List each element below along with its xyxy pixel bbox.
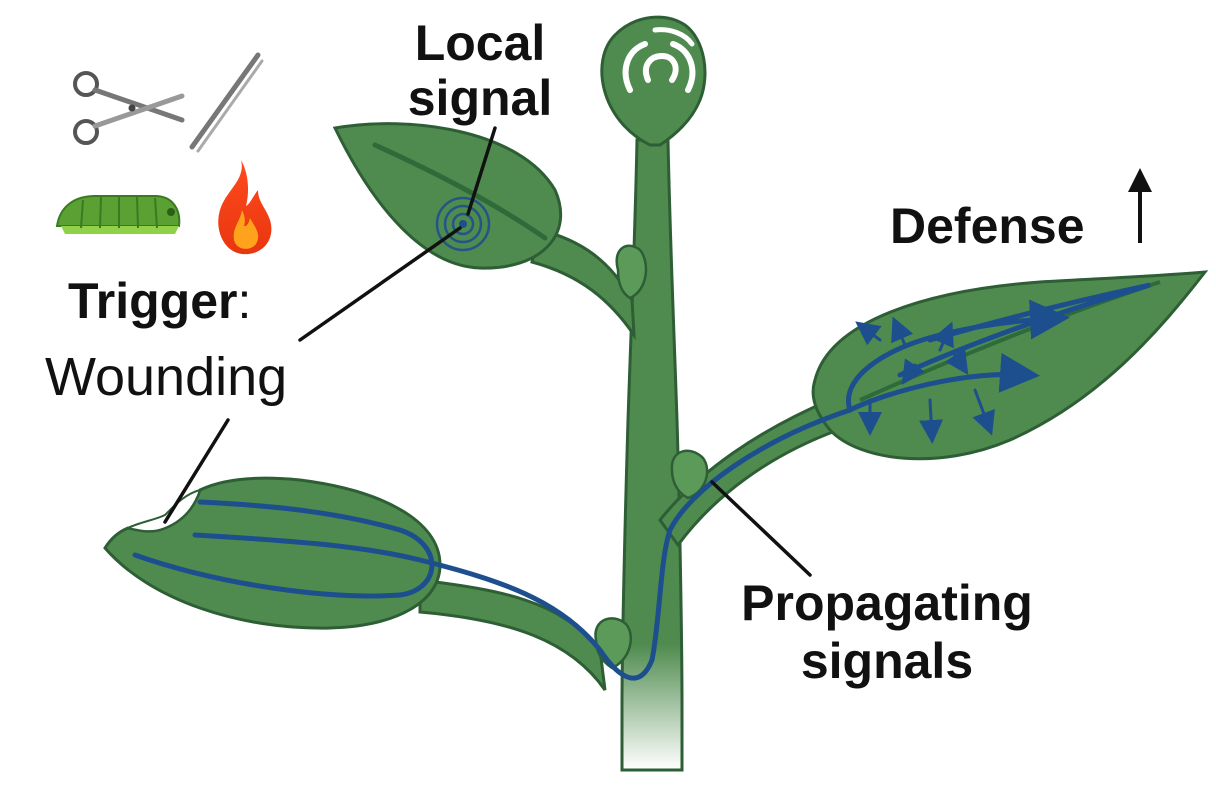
trigger-word: Trigger [68, 273, 237, 329]
defense-increase-arrow [1128, 168, 1152, 243]
leader-lines [163, 126, 812, 577]
lower-left-petiole [418, 578, 607, 691]
leader-propagating [710, 480, 812, 577]
trigger-label: Trigger: [68, 273, 251, 329]
propagating-signals-label-line2: signals [801, 633, 973, 689]
leader-local-signal [466, 126, 497, 216]
propagating-signal-path [132, 282, 1151, 681]
upper-left-leaf-vein [372, 142, 548, 241]
caterpillar-icon [55, 195, 181, 234]
scissors-icon [73, 71, 185, 145]
defense-response-arrows [855, 316, 995, 444]
apical-bud [600, 15, 707, 147]
upper-left-leaf [332, 122, 562, 270]
defense-label: Defense [890, 198, 1085, 254]
local-signal-rings [435, 196, 491, 252]
trigger-colon: : [237, 273, 251, 329]
axillary-bud-middle [670, 449, 709, 500]
local-signal-label-line1: Local [415, 15, 546, 71]
wounding-label: Wounding [45, 347, 287, 407]
forceps-icon [189, 52, 264, 153]
axillary-bud-upper [615, 244, 648, 300]
leader-trigger [298, 226, 462, 342]
propagating-signals-label-line1: Propagating [741, 575, 1033, 631]
local-signal-label-line2: signal [408, 70, 552, 126]
leader-wounding [163, 418, 230, 524]
wound-bite [124, 488, 202, 533]
fire-icon [218, 160, 272, 255]
upper-left-petiole [530, 228, 636, 341]
